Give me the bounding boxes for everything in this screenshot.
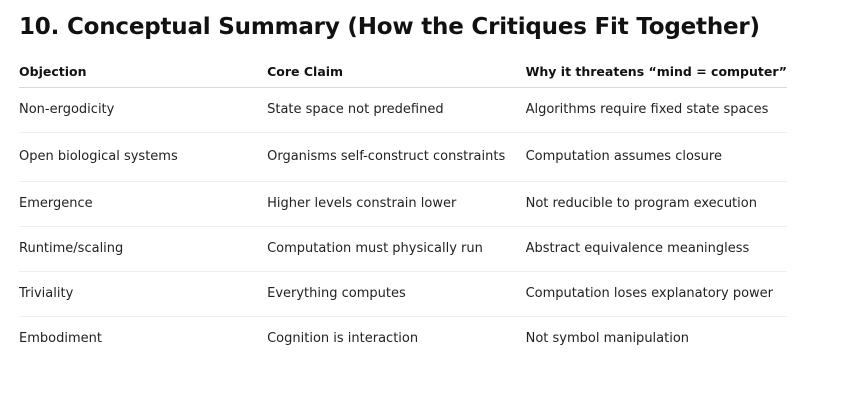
cell-core-claim: State space not predefined — [267, 87, 526, 133]
cell-core-claim: Computation must physically run — [267, 226, 526, 272]
table-row: Triviality Everything computes Computati… — [19, 271, 787, 317]
cell-core-claim: Everything computes — [267, 271, 526, 317]
cell-why-threatens: Not reducible to program execution — [525, 181, 787, 227]
cell-why-threatens: Algorithms require fixed state spaces — [525, 87, 787, 133]
cell-objection: Triviality — [19, 271, 268, 317]
header-core-claim: Core Claim — [267, 58, 526, 88]
cell-why-threatens: Not symbol manipulation — [525, 331, 690, 346]
table-header-row: Objection Core Claim Why it threatens “m… — [19, 58, 787, 88]
table-row: Emergence Higher levels constrain lower … — [19, 181, 787, 227]
cell-why-threatens: Abstract equivalence meaningless — [525, 226, 787, 272]
header-objection: Objection — [19, 58, 268, 88]
summary-table: Objection Core Claim Why it threatens “m… — [19, 58, 787, 361]
table-row: Runtime/scaling Computation must physica… — [19, 226, 787, 272]
table-row: Open biological systems Organisms self-c… — [19, 132, 787, 182]
section-title: 10. Conceptual Summary (How the Critique… — [19, 14, 760, 40]
cell-core-claim: Higher levels constrain lower — [267, 181, 526, 227]
cell-objection: Emergence — [19, 181, 268, 227]
cell-objection: Embodiment — [19, 331, 102, 346]
cell-core-claim: Organisms self-construct constraints — [267, 132, 526, 182]
cell-core-claim: Cognition is interaction — [267, 331, 419, 346]
cell-objection: Runtime/scaling — [19, 226, 268, 272]
cell-objection: Open biological systems — [19, 132, 268, 182]
header-why-threatens: Why it threatens “mind = computer” — [525, 58, 787, 88]
cell-why-threatens: Computation assumes closure — [525, 132, 787, 182]
cell-why-threatens: Computation loses explanatory power — [525, 271, 787, 317]
table-row: Embodiment Cognition is interaction Not … — [19, 317, 787, 362]
cell-objection: Non-ergodicity — [19, 87, 268, 133]
table-row: Non-ergodicity State space not predefine… — [19, 87, 787, 133]
